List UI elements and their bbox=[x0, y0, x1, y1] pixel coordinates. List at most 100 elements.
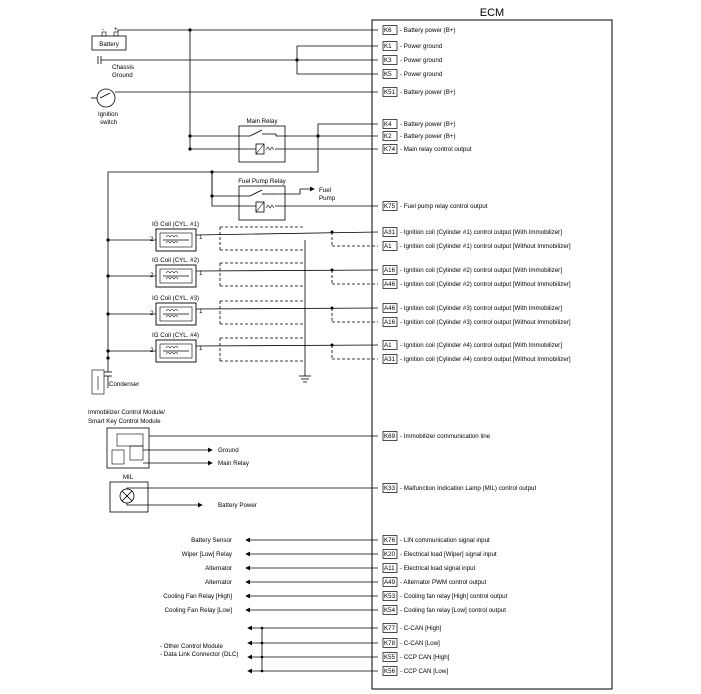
ecm-pin-description: - Cooling fan relay [Low] control output bbox=[400, 607, 506, 614]
ecm-pin-20: K20- Electrical load [Wiper] signal inpu… bbox=[382, 549, 497, 559]
ecm-pin-label: K51 bbox=[384, 89, 396, 96]
external-signal-label: Alternator bbox=[205, 579, 232, 586]
ecm-pin-description: - Power ground bbox=[400, 57, 443, 64]
ecm-pin-label: K6 bbox=[384, 27, 392, 34]
ecm-pin-9: A31- Ignition coil (Cylinder #1) control… bbox=[382, 227, 562, 237]
ecm-title: ECM bbox=[480, 7, 504, 19]
ecm-pin-label: A46 bbox=[384, 281, 396, 288]
ecm-pin-description: - Cooling fan relay [High] control outpu… bbox=[400, 593, 508, 600]
ecm-pin-description: - Battery power (B+) bbox=[400, 89, 456, 96]
ecm-pin-27: K55- CCP CAN [High] bbox=[382, 652, 450, 662]
ecm-pin-description: - Fuel pump relay control output bbox=[400, 203, 488, 210]
ecm-pin-17: K69- Immobilizer communication line bbox=[382, 431, 491, 441]
ecm-pin-description: - Power ground bbox=[400, 71, 443, 78]
ecm-pin-label: K3 bbox=[384, 57, 392, 64]
mil-battery-power-label: Battery Power bbox=[218, 502, 257, 509]
ecm-pin-label: A1 bbox=[384, 243, 392, 250]
ignition-switch-icon bbox=[91, 88, 116, 108]
ecm-pin-6: K2- Battery power (B+) bbox=[382, 131, 456, 141]
can-bus-lines bbox=[247, 625, 378, 674]
ig-coil-label: IG Coil (CYL. #4) bbox=[152, 332, 199, 339]
fuel-pump-label-1: Fuel bbox=[319, 187, 331, 194]
immobilizer-main-relay-label: Main Relay bbox=[218, 460, 250, 467]
ecm-pin-1: K1- Power ground bbox=[382, 41, 443, 51]
external-signal-2: Alternator bbox=[205, 565, 378, 572]
ignition-switch-label-1: Ignition bbox=[98, 111, 119, 118]
ecm-pin-3: K5 - Power ground bbox=[382, 69, 443, 79]
immobilizer-ground-label: Ground bbox=[218, 447, 239, 454]
ecm-pin-label: K4 bbox=[384, 121, 392, 128]
ecm-pin-label: A31 bbox=[384, 356, 396, 363]
ecm-pin-13: A46- Ignition coil (Cylinder #3) control… bbox=[382, 303, 562, 313]
ecm-pin-10: A1 - Ignition coil (Cylinder #1) control … bbox=[382, 241, 571, 251]
chassis-ground-icon bbox=[97, 56, 297, 64]
external-signal-label: Wiper [Low] Relay bbox=[182, 551, 233, 558]
ecm-pin-list: K6 - Battery power (B+) K1- Power groundK3… bbox=[382, 25, 571, 676]
ecm-pin-12: A46 - Ignition coil (Cylinder #2) control… bbox=[382, 279, 571, 289]
ecm-pin-description: - Ignition coil (Cylinder #1) control ou… bbox=[400, 229, 562, 236]
ecm-pin-label: K74 bbox=[384, 146, 396, 153]
ecm-pin-label: A49 bbox=[384, 579, 396, 586]
ecm-pin-label: K75 bbox=[384, 203, 396, 210]
ecm-pin-16: A31- Ignition coil (Cylinder #4) control… bbox=[382, 354, 571, 364]
can-label-other-module: - Other Control Module bbox=[160, 643, 223, 650]
condenser-icon bbox=[91, 358, 112, 395]
ecm-pin-15: A1- Ignition coil (Cylinder #4) control … bbox=[382, 340, 562, 350]
ecm-pin-2: K3 - Power ground bbox=[382, 55, 443, 65]
ecm-pin-label: K54 bbox=[384, 607, 396, 614]
ecm-pin-description: - Ignition coil (Cylinder #3) control ou… bbox=[400, 305, 562, 312]
coil-pin-2: 2 bbox=[150, 236, 154, 243]
ecm-pin-description: - Battery power (B+) bbox=[400, 121, 456, 128]
ecm-pin-label: A16 bbox=[384, 319, 396, 326]
immobilizer-label-2: Smart Key Control Module bbox=[88, 418, 161, 425]
battery-minus: - bbox=[102, 26, 104, 33]
immobilizer-module bbox=[106, 427, 150, 469]
external-signal-1: Wiper [Low] Relay bbox=[182, 551, 378, 558]
ecm-pin-description: - LIN communication signal input bbox=[400, 537, 490, 544]
ignition-switch-label-2: switch bbox=[100, 119, 118, 126]
ecm-pin-description: - Ignition coil (Cylinder #2) control ou… bbox=[400, 281, 571, 288]
ig-coil-label: IG Coil (CYL. #1) bbox=[152, 221, 199, 228]
chassis-ground-label-1: Chassis bbox=[112, 64, 134, 71]
ecm-pin-description: - Alternator PWM control output bbox=[400, 579, 487, 586]
ecm-pin-28: K56 - CCP CAN [Low] bbox=[382, 666, 448, 676]
ecm-pin-4: K51 - Battery power (B+) bbox=[382, 87, 456, 97]
external-signal-3: Alternator bbox=[205, 579, 378, 586]
can-label-dlc: - Data Link Connector (DLC) bbox=[160, 651, 238, 658]
ecm-pin-label: K5 bbox=[384, 71, 392, 78]
ecm-pin-label: K76 bbox=[384, 537, 396, 544]
ecm-pin-description: - CCP CAN [Low] bbox=[400, 668, 448, 675]
coil-pin-2: 2 bbox=[150, 310, 154, 317]
ecm-pin-18: K33- Malfunction Indication Lamp (MIL) c… bbox=[382, 483, 536, 493]
fuel-pump-label-2: Pump bbox=[319, 195, 336, 202]
ecm-pin-description: - Electrical load signal input bbox=[400, 565, 476, 572]
ecm-pin-description: - Electrical load [Wiper] signal input bbox=[400, 551, 497, 558]
coil-pin-1: 1 bbox=[199, 270, 203, 277]
ecm-pin-label: K56 bbox=[384, 668, 396, 675]
ecm-pin-description: - Ignition coil (Cylinder #3) control ou… bbox=[400, 319, 571, 326]
ecm-pin-description: - Ignition coil (Cylinder #1) control ou… bbox=[400, 243, 571, 250]
ecm-pin-25: K77- C-CAN [High] bbox=[382, 623, 442, 633]
ig-coil-label: IG Coil (CYL. #2) bbox=[152, 257, 199, 264]
ecm-pin-label: K55 bbox=[384, 654, 396, 661]
ecm-pin-description: - C-CAN [High] bbox=[400, 625, 442, 632]
ecm-pin-label: A16 bbox=[384, 267, 396, 274]
ecm-pin-description: - Battery power (B+) bbox=[400, 27, 456, 34]
ig-coil-label: IG Coil (CYL. #3) bbox=[152, 295, 199, 302]
ecm-pin-description: - Malfunction Indication Lamp (MIL) cont… bbox=[400, 485, 536, 492]
ecm-pin-description: - Ignition coil (Cylinder #4) control ou… bbox=[400, 342, 562, 349]
external-signal-4: Cooling Fan Relay [High] bbox=[163, 593, 378, 600]
ecm-pin-21: A11- Electrical load signal input bbox=[382, 563, 476, 573]
ecm-pin-22: A49 - Alternator PWM control output bbox=[382, 577, 487, 587]
ecm-pin-description: - Power ground bbox=[400, 43, 443, 50]
battery: Battery - + bbox=[91, 26, 127, 51]
ecm-box bbox=[371, 19, 613, 690]
external-signal-label: Battery Sensor bbox=[191, 537, 232, 544]
immobilizer-label-1: Immobilizer Control Module/ bbox=[88, 409, 165, 416]
mil-label: MIL bbox=[123, 474, 134, 481]
coil-pin-1: 1 bbox=[199, 308, 203, 315]
external-signal-0: Battery Sensor bbox=[191, 537, 378, 544]
